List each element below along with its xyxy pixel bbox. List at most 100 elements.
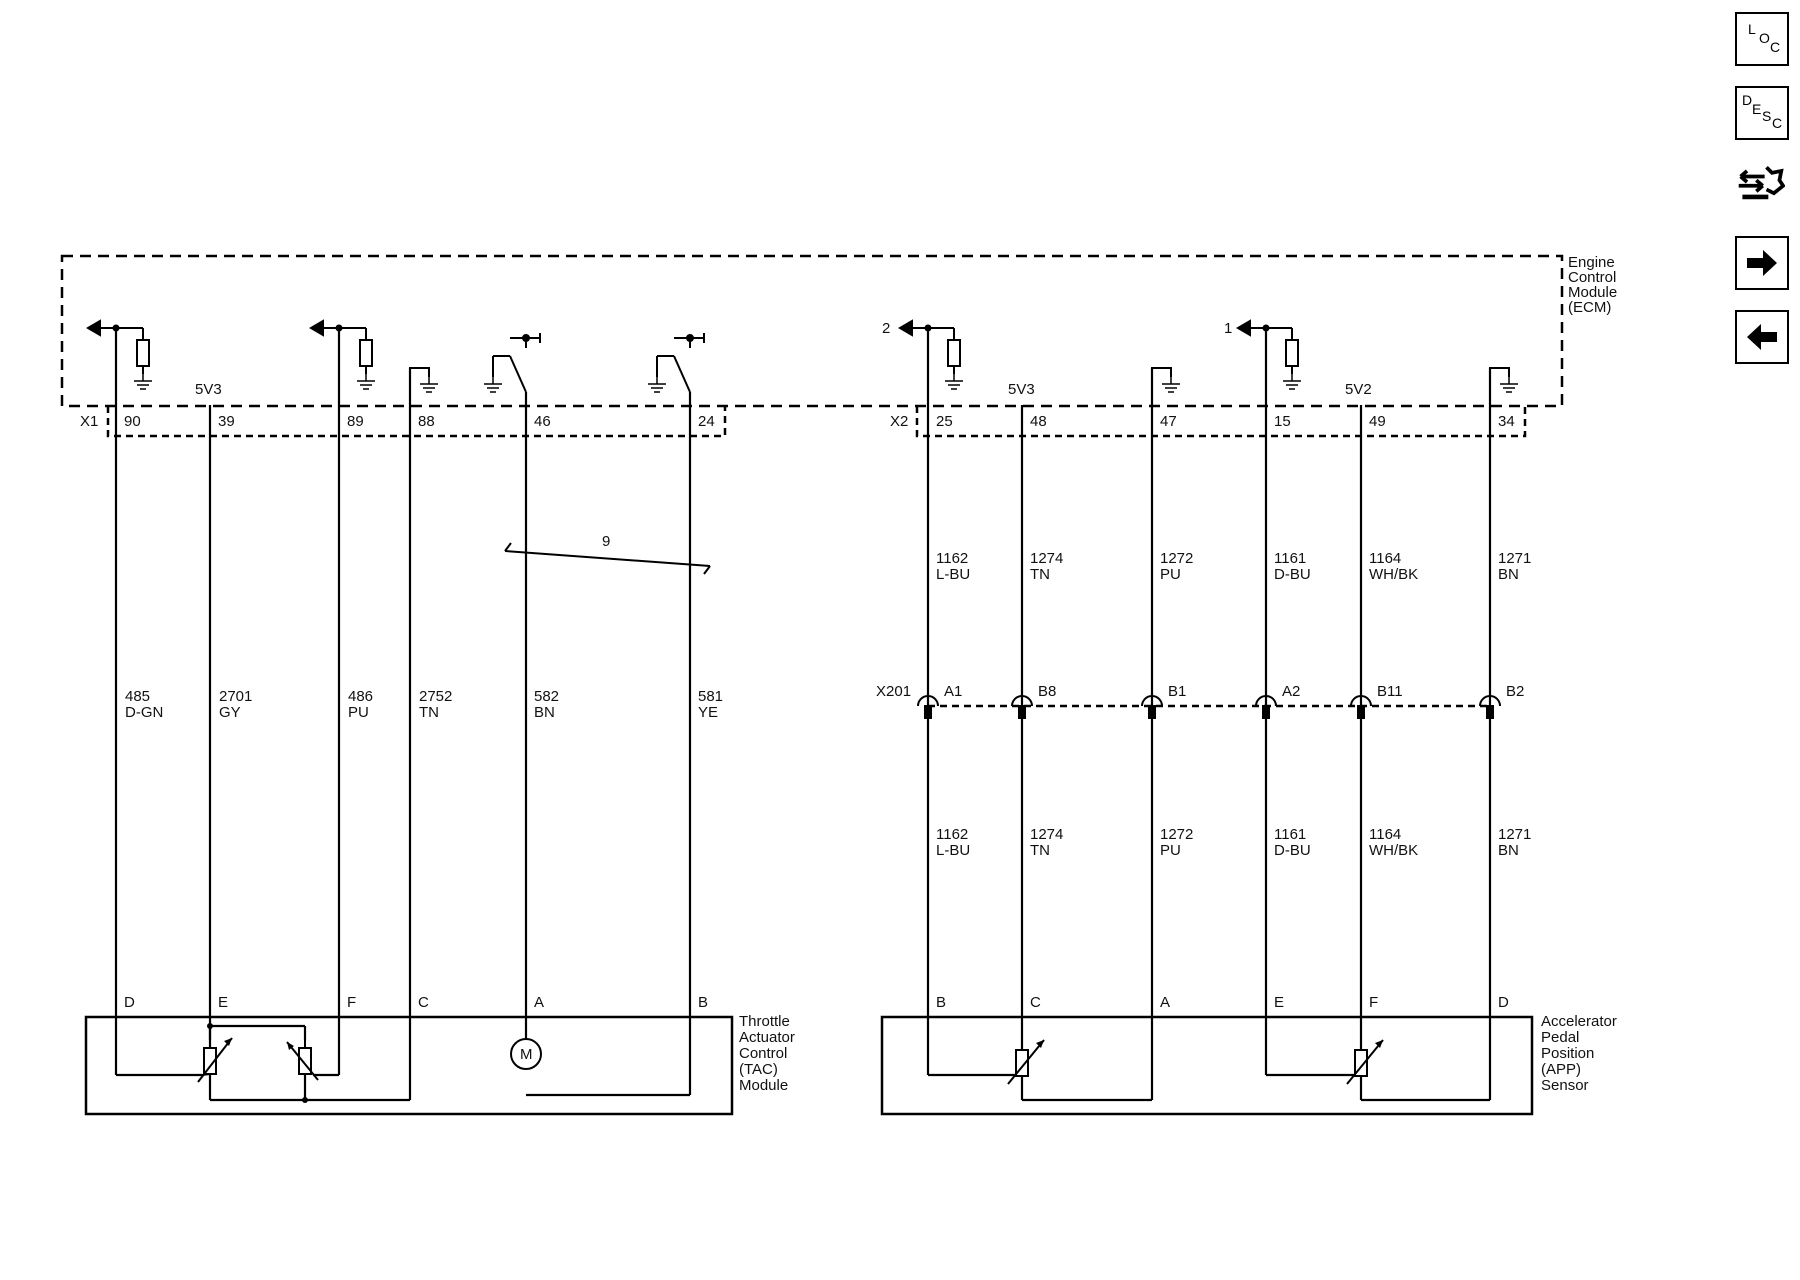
circuit-color: BN bbox=[1498, 566, 1519, 583]
app-wires bbox=[926, 328, 1492, 1100]
connector-x1-label: X1 bbox=[80, 413, 98, 430]
app-pin-labels: 25 48 47 15 49 34 bbox=[936, 413, 1515, 430]
connector-x2-outline bbox=[915, 406, 1527, 438]
svg-text:O: O bbox=[1759, 30, 1770, 46]
ecm-label-4: (ECM) bbox=[1568, 299, 1611, 316]
supply-5v2-label: 5V2 bbox=[1345, 381, 1372, 398]
next-page-button[interactable] bbox=[1735, 236, 1789, 290]
svg-text:Module: Module bbox=[739, 1077, 788, 1094]
pin-label: 34 bbox=[1498, 413, 1515, 430]
supply-5v3-label: 5V3 bbox=[1008, 381, 1035, 398]
app-sensor-label: Accelerator Pedal Position (APP) Sensor bbox=[1541, 1013, 1617, 1094]
svg-text:Accelerator: Accelerator bbox=[1541, 1013, 1617, 1030]
circuit-color: GY bbox=[219, 704, 241, 721]
svg-text:C: C bbox=[1770, 39, 1780, 55]
svg-text:(TAC): (TAC) bbox=[739, 1061, 778, 1078]
circuit-color: PU bbox=[1160, 566, 1181, 583]
circuit-color: BN bbox=[1498, 842, 1519, 859]
circuit-number: 1274 bbox=[1030, 826, 1063, 843]
circuit-number: 582 bbox=[534, 688, 559, 705]
app-circuit-labels-upper: 1162 L-BU 1274 TN 1272 PU 1161 D-BU 1164… bbox=[936, 550, 1531, 583]
location-button[interactable]: L O C bbox=[1735, 12, 1789, 66]
circuit-color: TN bbox=[1030, 842, 1050, 859]
circuit-number: 1272 bbox=[1160, 550, 1193, 567]
inline-pin-label: B1 bbox=[1168, 683, 1186, 700]
reference-2-label: 2 bbox=[882, 320, 890, 337]
svg-text:S: S bbox=[1762, 108, 1771, 124]
tac-circuit-labels: 485 D-GN 2701 GY 486 PU 2752 TN 582 BN 5… bbox=[125, 688, 723, 721]
svg-text:C: C bbox=[1772, 115, 1782, 131]
ecm-label-1: Engine bbox=[1568, 254, 1615, 271]
ecm-label-3: Module bbox=[1568, 284, 1617, 301]
circuit-number: 1161 bbox=[1274, 550, 1306, 567]
circuit-number: 1162 bbox=[936, 826, 968, 843]
circuit-color: PU bbox=[1160, 842, 1181, 859]
wiring-schematic: Engine Control Module (ECM) X1 X2 90 39 … bbox=[60, 254, 1617, 1116]
terminal-label: D bbox=[124, 994, 135, 1011]
circuit-number: 1161 bbox=[1274, 826, 1306, 843]
circuit-number: 1271 bbox=[1498, 550, 1531, 567]
terminal-label: E bbox=[218, 994, 228, 1011]
pin-label: 46 bbox=[534, 413, 551, 430]
circuit-color: PU bbox=[348, 704, 369, 721]
connector-x2-label: X2 bbox=[890, 413, 908, 430]
app-internal-circuit bbox=[928, 1073, 1490, 1102]
svg-text:E: E bbox=[1752, 101, 1761, 117]
circuit-number: 485 bbox=[125, 688, 150, 705]
pin-label: 24 bbox=[698, 413, 715, 430]
terminal-label: B bbox=[698, 994, 708, 1011]
circuit-color: TN bbox=[419, 704, 439, 721]
terminal-label: D bbox=[1498, 994, 1509, 1011]
inline-pin-label: A1 bbox=[944, 683, 962, 700]
circuit-color: D-GN bbox=[125, 704, 163, 721]
previous-page-button[interactable] bbox=[1735, 310, 1789, 364]
app-terminal-labels: B C A E F D bbox=[936, 994, 1509, 1011]
connector-view-button[interactable] bbox=[1735, 158, 1789, 212]
connector-view-icon bbox=[1738, 165, 1785, 200]
tac-terminal-labels: D E F C A B bbox=[124, 994, 708, 1011]
terminal-label: A bbox=[1160, 994, 1170, 1011]
svg-text:Pedal: Pedal bbox=[1541, 1029, 1579, 1046]
svg-text:D: D bbox=[1742, 92, 1752, 108]
supply-5v3-label: 5V3 bbox=[195, 381, 222, 398]
pin-label: 48 bbox=[1030, 413, 1047, 430]
terminal-label: C bbox=[1030, 994, 1041, 1011]
circuit-color: D-BU bbox=[1274, 842, 1311, 859]
svg-text:Control: Control bbox=[739, 1045, 787, 1062]
inline-connector-label: X201 bbox=[876, 683, 911, 700]
svg-text:Throttle: Throttle bbox=[739, 1013, 790, 1030]
circuit-color: TN bbox=[1030, 566, 1050, 583]
pin-label: 49 bbox=[1369, 413, 1386, 430]
circuit-color: L-BU bbox=[936, 566, 970, 583]
pin-label: 15 bbox=[1274, 413, 1291, 430]
twisted-pair-marker bbox=[504, 542, 711, 575]
circuit-number: 1164 bbox=[1369, 826, 1401, 843]
circuit-number: 2752 bbox=[419, 688, 452, 705]
throttle-motor-icon: M bbox=[510, 1038, 542, 1070]
tac-internal-circuit bbox=[116, 1024, 690, 1102]
terminal-label: C bbox=[418, 994, 429, 1011]
description-button[interactable]: D E S C bbox=[1735, 86, 1789, 140]
location-icon: L O C bbox=[1748, 21, 1780, 55]
tps2-sensor bbox=[286, 1040, 319, 1103]
pin-label: 25 bbox=[936, 413, 953, 430]
arrow-right-icon bbox=[1747, 250, 1777, 276]
pin-label: 88 bbox=[418, 413, 435, 430]
circuit-number: 1271 bbox=[1498, 826, 1531, 843]
app-sensor-box bbox=[880, 1015, 1534, 1116]
circuit-number: 1272 bbox=[1160, 826, 1193, 843]
ecm-internal-circuits-right bbox=[898, 319, 1519, 393]
svg-text:L: L bbox=[1748, 21, 1756, 37]
circuit-color: D-BU bbox=[1274, 566, 1311, 583]
circuit-number: 1274 bbox=[1030, 550, 1063, 567]
terminal-label: E bbox=[1274, 994, 1284, 1011]
pin-label: 89 bbox=[347, 413, 364, 430]
svg-text:M: M bbox=[520, 1046, 533, 1063]
circuit-number: 1164 bbox=[1369, 550, 1401, 567]
pin-label: 90 bbox=[124, 413, 141, 430]
ecm-boundary bbox=[60, 254, 1564, 408]
circuit-color: BN bbox=[534, 704, 555, 721]
svg-text:Actuator: Actuator bbox=[739, 1029, 795, 1046]
reference-1-label: 1 bbox=[1224, 320, 1232, 337]
terminal-label: F bbox=[347, 994, 356, 1011]
